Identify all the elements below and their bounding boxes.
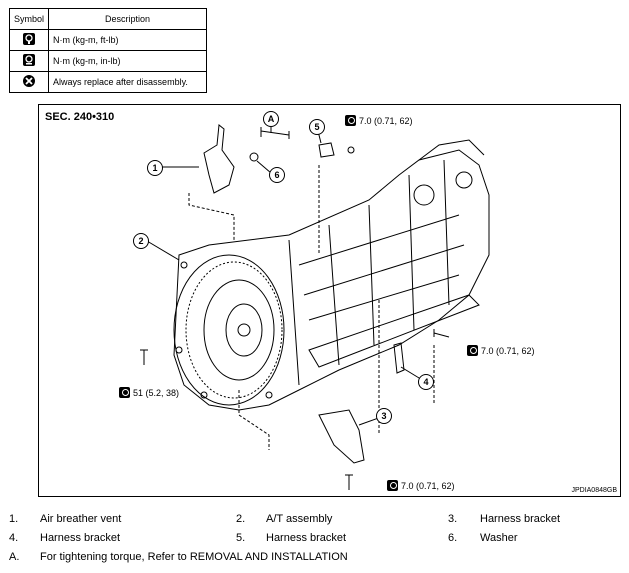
description-header: Description — [48, 8, 207, 30]
callout-5: 5 — [309, 119, 325, 135]
transmission-drawing — [140, 124, 490, 490]
symbol-desc-1: N·m (kg-m, ft-lb) — [48, 29, 207, 51]
diagram-frame: SEC. 240•310 1 2 3 4 5 6 A 7.0 (0.71, 62… — [38, 104, 621, 497]
torque-left: 51 (5.2, 38) — [119, 387, 179, 398]
callout-a: A — [263, 111, 279, 127]
legend-label: A/T assembly — [266, 513, 333, 525]
torque-left-value: 51 (5.2, 38) — [133, 387, 180, 398]
legend-num: 2. — [236, 513, 246, 525]
legend-num: 4. — [9, 532, 19, 544]
legend-num: 5. — [236, 532, 246, 544]
legend-label: Washer — [480, 532, 518, 544]
legend-label: Air breather vent — [40, 513, 122, 525]
figure-id: JPDIA0848GB — [571, 487, 617, 494]
symbol-header: Symbol — [8, 8, 50, 30]
callout-4: 4 — [418, 374, 434, 390]
symbol-desc-3: Always replace after disassembly. — [48, 71, 207, 93]
symbol-desc-2: N·m (kg-m, in-lb) — [48, 50, 207, 72]
legend-num: 6. — [448, 532, 458, 544]
callout-6: 6 — [269, 167, 285, 183]
torque-wrench-icon — [119, 387, 130, 398]
legend-label: Harness bracket — [40, 532, 121, 544]
legend-num: 1. — [9, 513, 19, 525]
torque-right: 7.0 (0.71, 62) — [467, 345, 535, 356]
torque-wrench-icon — [387, 480, 398, 491]
callout-2: 2 — [133, 233, 149, 249]
callout-1: 1 — [147, 160, 163, 176]
note-prefix: For tightening torque, Refer to — [40, 551, 187, 563]
note-letter: A. — [9, 551, 20, 563]
torque-wrench-icon — [345, 115, 356, 126]
torque-wrench-icon — [8, 29, 50, 51]
symbol-table: Symbol Description N·m (kg-m, ft-lb) N·m… — [8, 8, 207, 93]
torque-right-value: 7.0 (0.71, 62) — [481, 345, 535, 356]
section-label: SEC. 240•310 — [45, 111, 115, 123]
note-text: For tightening torque, Refer to REMOVAL … — [40, 551, 348, 563]
torque-bottom-value: 7.0 (0.71, 62) — [401, 480, 455, 491]
legend-num: 3. — [448, 513, 458, 525]
torque-wrench-small-icon — [8, 50, 50, 72]
torque-top: 7.0 (0.71, 62) — [345, 115, 413, 126]
torque-wrench-icon — [467, 345, 478, 356]
replace-x-icon — [8, 71, 50, 93]
callout-3: 3 — [376, 408, 392, 424]
torque-top-value: 7.0 (0.71, 62) — [359, 115, 413, 126]
legend-label: Harness bracket — [480, 513, 561, 525]
torque-bottom: 7.0 (0.71, 62) — [387, 480, 455, 491]
removal-installation-link[interactable]: REMOVAL AND INSTALLATION — [189, 551, 348, 563]
legend-label: Harness bracket — [266, 532, 347, 544]
